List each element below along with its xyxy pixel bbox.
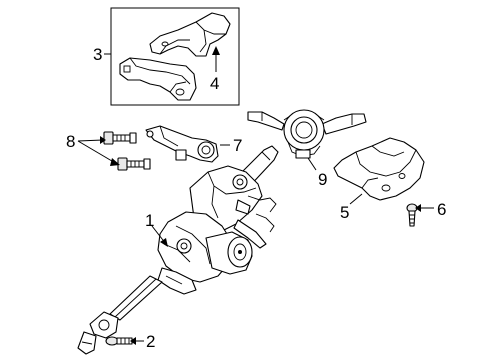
detail-box bbox=[110, 7, 240, 106]
leader-lines bbox=[77, 46, 434, 345]
callout-3: 3 bbox=[93, 45, 102, 64]
screw-part bbox=[406, 203, 418, 227]
bolt-part-upper bbox=[103, 131, 137, 145]
lower-bolt-part bbox=[105, 336, 133, 346]
callout-2: 2 bbox=[146, 332, 155, 351]
upper-shroud-part bbox=[149, 12, 231, 57]
lock-housing-part bbox=[145, 125, 219, 163]
callout-6: 6 bbox=[437, 200, 446, 219]
lower-shroud-part bbox=[119, 57, 197, 101]
callout-1: 1 bbox=[145, 211, 154, 230]
combination-switch-part bbox=[247, 109, 367, 159]
callout-7: 7 bbox=[233, 136, 242, 155]
callout-4: 4 bbox=[210, 74, 219, 93]
bolt-part-lower bbox=[117, 157, 151, 171]
column-cover-part bbox=[333, 137, 425, 201]
callout-8: 8 bbox=[66, 132, 75, 151]
callout-9: 9 bbox=[318, 170, 327, 189]
callout-5: 5 bbox=[340, 203, 349, 222]
steering-column-part bbox=[77, 145, 279, 355]
